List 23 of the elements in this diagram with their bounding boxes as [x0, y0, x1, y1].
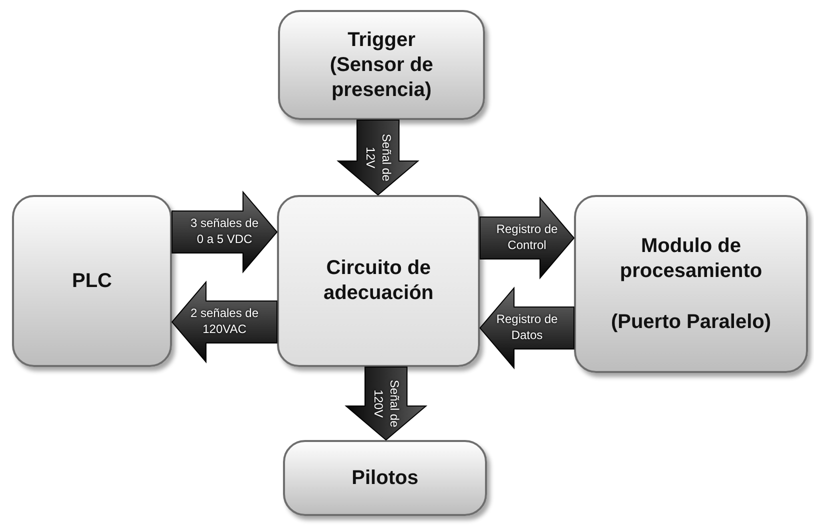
block-arrow	[336, 120, 420, 196]
edge-label: 3 señales de 0 a 5 VDC	[189, 216, 260, 248]
block-arrow	[480, 196, 575, 280]
edge-label: Registro de Control	[495, 222, 559, 254]
box-subtitle: (Puerto Paralelo)	[610, 310, 772, 334]
block-arrow	[344, 366, 428, 441]
process-box	[574, 195, 808, 373]
block-arrow	[172, 190, 278, 274]
process-box	[283, 440, 487, 516]
edge-label: Señal de 120V	[371, 378, 402, 429]
process-box	[278, 10, 485, 120]
block-arrow	[479, 286, 574, 370]
process-box	[12, 195, 172, 367]
box-label: Modulo de procesamiento	[618, 234, 764, 284]
edge-label: Registro de Datos	[495, 312, 559, 344]
box-label: Pilotos	[352, 466, 418, 490]
edge-label: Señal de 12V	[363, 132, 394, 183]
edge-label: 2 señales de 120VAC	[189, 306, 260, 338]
process-box	[277, 195, 480, 367]
box-label: Trigger (Sensor de presencia)	[328, 28, 434, 102]
box-label: PLC	[72, 268, 112, 294]
box-label: Circuito de adecuación	[322, 256, 435, 306]
block-arrow	[171, 280, 278, 364]
